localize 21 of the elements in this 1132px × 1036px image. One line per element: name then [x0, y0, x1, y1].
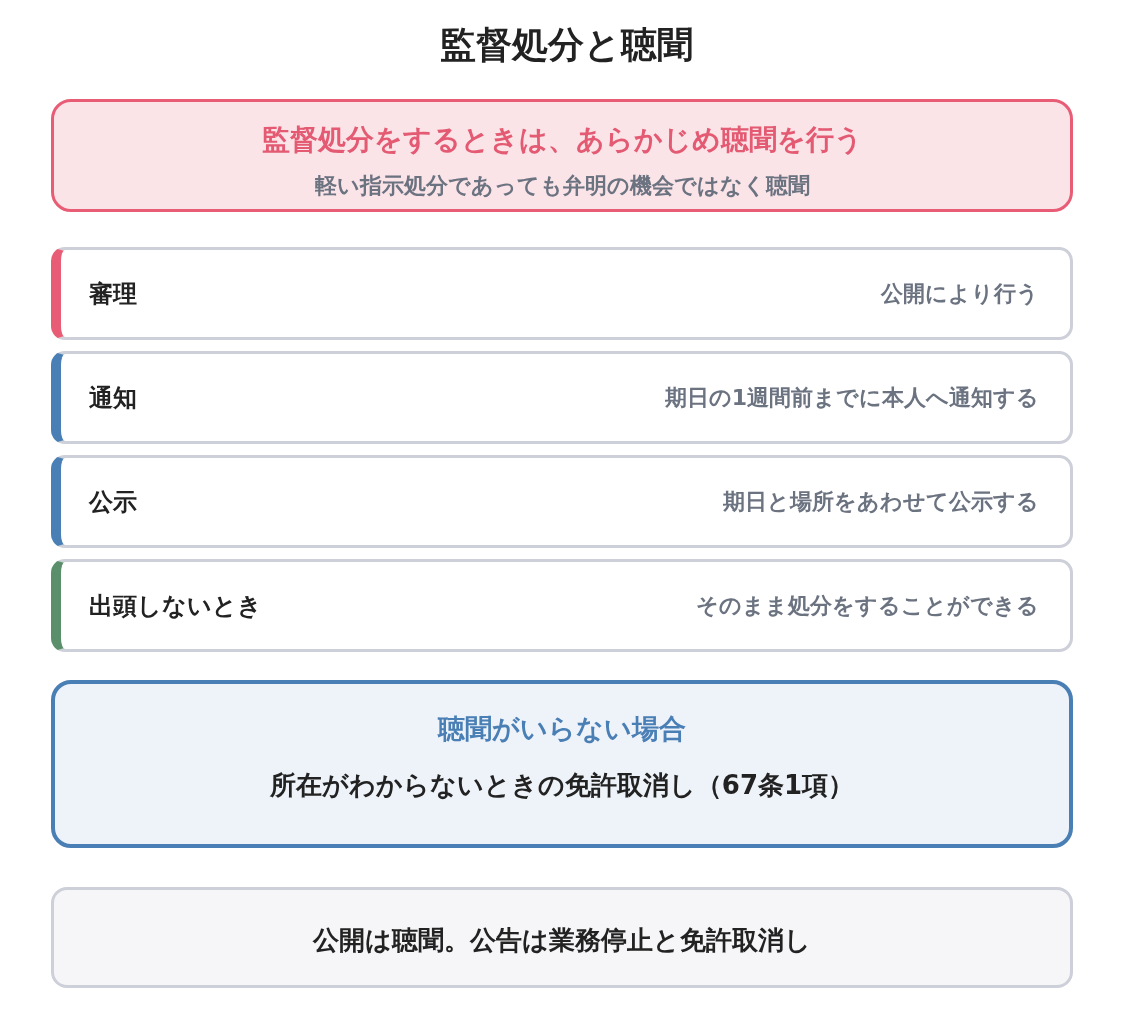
step-description: 期日の1週間前までに本人へ通知する: [664, 383, 1039, 412]
callout-box: [51, 99, 1073, 212]
note-box: [51, 887, 1073, 988]
exception-heading: 聴聞がいらない場合: [438, 713, 686, 745]
callout-heading: 監督処分をするときは、あらかじめ聴聞を行う: [261, 123, 863, 157]
callout-text: 軽い指示処分であっても弁明の機会ではなく聴聞: [314, 172, 810, 199]
step-label: 通知: [89, 382, 137, 413]
exception-box: [51, 680, 1073, 848]
step-description: 公開により行う: [881, 279, 1039, 308]
exception-text: 所在がわからないときの免許取消し（67条1項）: [269, 770, 855, 801]
step-label: 出頭しないとき: [89, 590, 262, 621]
step-description: そのまま処分をすることができる: [696, 591, 1039, 620]
step-card: [51, 559, 1073, 652]
step-card: [51, 455, 1073, 548]
step-label: 公示: [89, 486, 137, 517]
step-card: [51, 247, 1073, 340]
step-label: 審理: [89, 278, 137, 309]
title: 監督処分と聴聞: [438, 23, 694, 67]
note-text: 公開は聴聞。公告は業務停止と免許取消し: [313, 925, 811, 956]
step-description: 期日と場所をあわせて公示する: [723, 487, 1039, 516]
step-card: [51, 351, 1073, 444]
